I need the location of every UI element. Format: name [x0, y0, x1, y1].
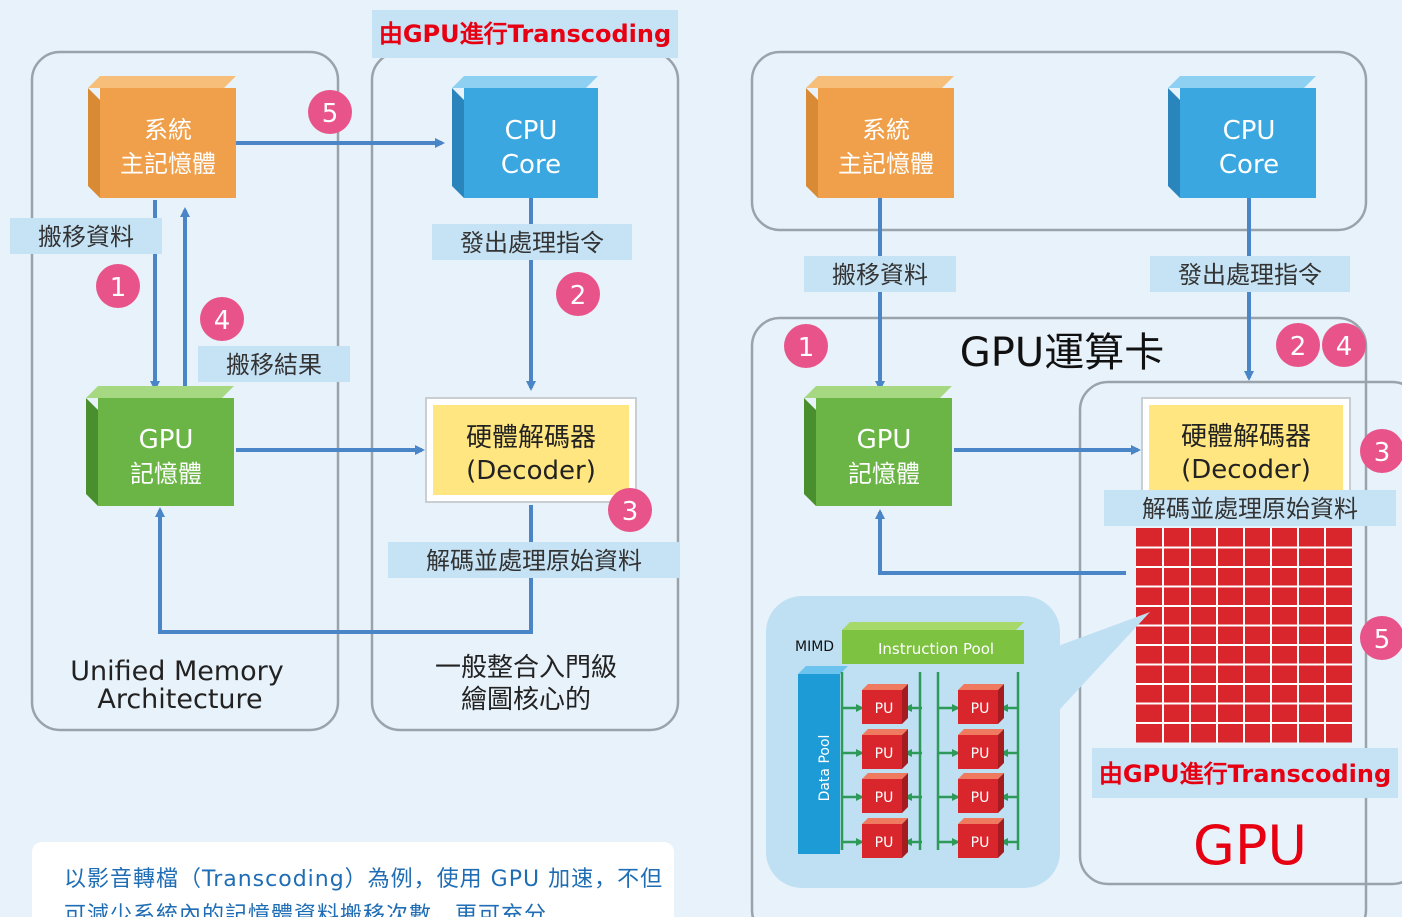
- right-label-decode: 解碼並處理原始資料: [1142, 495, 1358, 523]
- right-banner: 由GPU進行Transcoding: [1099, 760, 1391, 788]
- right-gpumem-line1: GPU: [857, 425, 912, 455]
- pu-label: PU: [875, 746, 894, 762]
- pu-label: PU: [971, 790, 990, 806]
- r-arrow-grid-to-gpumem: [875, 509, 1126, 575]
- data-pool-bar: Data Pool: [798, 666, 848, 854]
- right-banner-bg: [1092, 748, 1398, 798]
- left-sysmem-line2: 主記憶體: [120, 150, 216, 178]
- instruction-pool-bar: Instruction Pool: [842, 622, 1024, 664]
- left-label-move-data-bg: [10, 218, 162, 254]
- pu-label: PU: [971, 701, 990, 717]
- gpu-chip-outline: [1078, 380, 1402, 886]
- svg-text:4: 4: [1336, 332, 1353, 362]
- right-gpumem-line2: 記憶體: [848, 460, 920, 488]
- svg-text:2: 2: [570, 281, 587, 311]
- right-cpu-core-box: CPU Core: [1168, 76, 1316, 198]
- gpu-card-title: GPU運算卡: [960, 330, 1164, 376]
- left-step-badge-1: 1: [96, 264, 140, 308]
- left-decoder-line2: (Decoder): [466, 456, 596, 486]
- pu-label: PU: [875, 790, 894, 806]
- left-decoder-line1: 硬體解碼器: [466, 423, 596, 453]
- uma-caption-line2: Architecture: [97, 684, 262, 715]
- svg-text:2: 2: [1290, 332, 1307, 362]
- svg-text:3: 3: [622, 497, 639, 527]
- right-step-badge-1: 1: [784, 324, 828, 368]
- left-gpumem-line2: 記憶體: [130, 460, 202, 488]
- uma-group-outline: [30, 50, 340, 732]
- left-cpu-line1: CPU: [505, 116, 558, 146]
- svg-text:5: 5: [322, 99, 339, 129]
- svg-text:4: 4: [214, 306, 231, 336]
- right-step-badge-2: 2: [1276, 323, 1320, 367]
- right-step-badge-4: 4: [1322, 323, 1366, 367]
- left-label-move-data: 搬移資料: [38, 223, 134, 251]
- svg-text:1: 1: [798, 333, 815, 363]
- right-cpu-line2: Core: [1219, 150, 1279, 180]
- right-step-badge-3: 3: [1360, 429, 1402, 473]
- left-banner-bg: [372, 10, 678, 58]
- left-label-issue-cmd-bg: [432, 224, 632, 260]
- left-cpu-line2: Core: [501, 150, 561, 180]
- host-group-outline: [750, 50, 1368, 232]
- right-sysmem-line1: 系統: [862, 116, 910, 144]
- description-text: 以影音轉檔（Transcoding）為例，使用 GPU 加速，不但可減少系統內的…: [64, 867, 664, 917]
- left-label-decode: 解碼並處理原始資料: [426, 547, 642, 575]
- right-label-move-data-bg: [804, 256, 956, 292]
- left-gpu-memory-box: GPU 記憶體: [86, 386, 234, 506]
- left-gpumem-line1: GPU: [139, 425, 194, 455]
- inset-data-pool-label: Data Pool: [817, 735, 833, 802]
- gpu-chip-label: GPU: [1193, 814, 1307, 877]
- svg-text:1: 1: [110, 273, 127, 303]
- igpu-caption-line1: 一般整合入門級: [435, 653, 617, 683]
- left-cpu-core-box: CPU Core: [452, 76, 598, 198]
- gpu-core-grid: [1136, 528, 1352, 743]
- right-cpu-line1: CPU: [1223, 116, 1276, 146]
- right-label-issue-cmd-bg: [1150, 256, 1350, 292]
- right-label-issue-cmd: 發出處理指令: [1178, 261, 1322, 289]
- left-system-memory-box: 系統 主記憶體: [88, 76, 236, 198]
- svg-text:5: 5: [1374, 625, 1391, 655]
- pu-label: PU: [971, 835, 990, 851]
- left-decoder-box: 硬體解碼器 (Decoder): [425, 397, 637, 503]
- pu-label: PU: [875, 835, 894, 851]
- right-step-badge-5: 5: [1360, 616, 1402, 660]
- left-step-badge-5: 5: [308, 90, 352, 134]
- inset-pu-units: PU PU PU PU PU PU PU PU: [840, 672, 1020, 858]
- left-label-issue-cmd: 發出處理指令: [460, 229, 604, 257]
- igpu-caption-line2: 繪圖核心的: [461, 685, 591, 715]
- left-banner: 由GPU進行Transcoding: [379, 20, 671, 48]
- left-step-badge-2: 2: [556, 272, 600, 316]
- pu-label: PU: [875, 701, 894, 717]
- left-step-badge-3: 3: [608, 488, 652, 532]
- right-decoder-line2: (Decoder): [1181, 455, 1311, 485]
- left-step-badge-4: 4: [200, 297, 244, 341]
- left-label-move-result: 搬移結果: [226, 351, 322, 379]
- left-label-decode-bg: [388, 542, 680, 578]
- inset-instruction-pool-label: Instruction Pool: [878, 640, 994, 658]
- description-panel: [32, 842, 674, 917]
- right-sysmem-line2: 主記憶體: [838, 150, 934, 178]
- right-decoder-box: 硬體解碼器 (Decoder): [1141, 397, 1351, 495]
- right-label-decode-bg: [1104, 490, 1396, 526]
- right-label-move-data: 搬移資料: [832, 261, 928, 289]
- uma-caption-line1: Unified Memory: [70, 656, 284, 687]
- right-decoder-line1: 硬體解碼器: [1181, 422, 1311, 452]
- pu-label: PU: [971, 746, 990, 762]
- left-label-move-result-bg: [198, 346, 350, 382]
- inset-mimd-label: MIMD: [795, 639, 834, 655]
- right-system-memory-box: 系統 主記憶體: [806, 76, 954, 198]
- left-sysmem-line1: 系統: [144, 116, 192, 144]
- svg-text:3: 3: [1374, 438, 1391, 468]
- right-gpu-memory-box: GPU 記憶體: [804, 386, 952, 506]
